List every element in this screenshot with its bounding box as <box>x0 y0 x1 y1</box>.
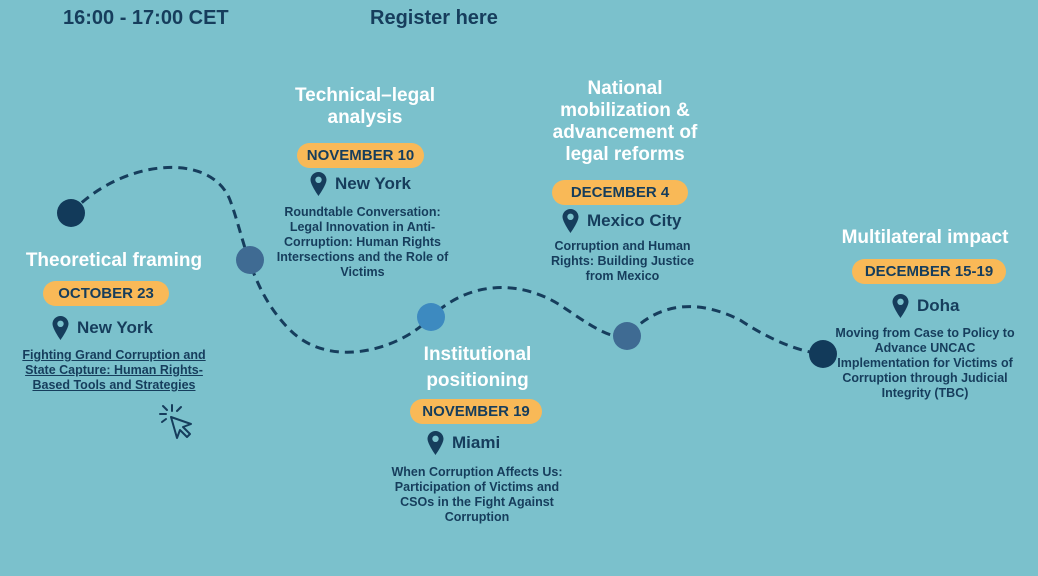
map-pin-icon <box>52 316 69 340</box>
event-title: Moving from Case to Policy to Advance UN… <box>835 326 1015 400</box>
location-label: Mexico City <box>587 211 682 230</box>
timeline-dot <box>417 303 445 331</box>
location-label: New York <box>335 174 411 193</box>
location: Doha <box>892 294 960 318</box>
location-label: Miami <box>452 433 501 452</box>
register-link[interactable]: Register here <box>370 7 498 29</box>
phase-title: Institutional positioning <box>423 344 532 391</box>
event-title-link[interactable]: Fighting Grand Corruption and State Capt… <box>22 348 206 392</box>
time-label: 16:00 - 17:00 CET <box>63 7 229 29</box>
event-title: Corruption and Human Rights: Building Ju… <box>550 239 695 283</box>
date-badge: DECEMBER 4 <box>552 180 688 205</box>
timeline-dot <box>809 340 837 368</box>
map-pin-icon <box>562 209 579 233</box>
event-title: When Corruption Affects Us: Participatio… <box>391 465 563 524</box>
location: Miami <box>427 431 500 455</box>
location: New York <box>52 316 153 340</box>
phase-title: Multilateral impact <box>841 227 1009 248</box>
map-pin-icon <box>892 294 909 318</box>
date-badge: OCTOBER 23 <box>43 281 169 306</box>
map-pin-icon <box>310 172 327 196</box>
date-badge: DECEMBER 15-19 <box>852 259 1006 284</box>
timeline-dot <box>613 322 641 350</box>
phase-title: Theoretical framing <box>25 250 203 271</box>
date-badge: NOVEMBER 10 <box>297 143 424 168</box>
timeline-dot <box>236 246 264 274</box>
map-pin-icon <box>427 431 444 455</box>
date-badge: NOVEMBER 19 <box>410 399 542 424</box>
location: New York <box>310 172 411 196</box>
location-label: Doha <box>917 296 960 315</box>
event-title: Roundtable Conversation: Legal Innovatio… <box>276 205 449 279</box>
location-label: New York <box>77 318 153 337</box>
phase-title: National mobilization & advancement of l… <box>552 78 698 165</box>
cursor-click-icon <box>159 404 192 439</box>
phase-title: Technical–legal analysis <box>294 85 436 128</box>
location: Mexico City <box>562 209 681 233</box>
timeline-dot <box>57 199 85 227</box>
